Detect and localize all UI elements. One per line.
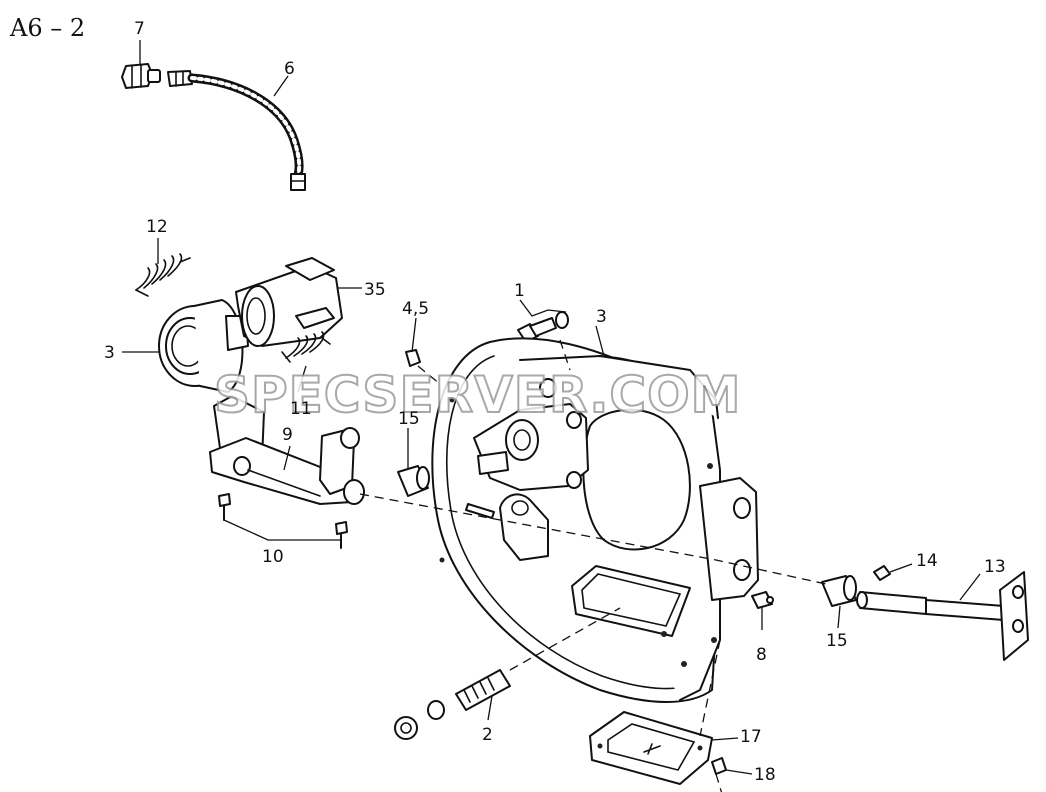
callout-4-5: 4,5 bbox=[402, 299, 429, 319]
callout-17: 17 bbox=[740, 727, 762, 747]
leader-lines bbox=[122, 40, 981, 775]
callout-15-right: 15 bbox=[826, 631, 848, 651]
callout-9: 9 bbox=[282, 425, 293, 445]
part-11-spring bbox=[281, 331, 331, 363]
callout-2: 2 bbox=[482, 725, 493, 745]
callouts: 7 6 12 3 35 11 9 10 4,5 15 1 3 8 14 13 1… bbox=[104, 19, 1006, 785]
part-1-bolt bbox=[517, 311, 569, 343]
callout-14: 14 bbox=[916, 551, 938, 571]
part-6-hose bbox=[167, 70, 306, 191]
callout-1: 1 bbox=[514, 281, 525, 301]
callout-15-left: 15 bbox=[398, 409, 420, 429]
sheet-id: A6 – 2 bbox=[9, 14, 85, 42]
callout-13: 13 bbox=[984, 557, 1006, 577]
callout-3-left: 3 bbox=[104, 343, 115, 363]
callout-11: 11 bbox=[290, 399, 312, 419]
part-15-bushing-left bbox=[397, 465, 430, 497]
part-10-bolts bbox=[218, 493, 348, 549]
callout-35: 35 bbox=[364, 280, 386, 300]
part-8-nipple bbox=[751, 591, 774, 609]
part-18-bolt bbox=[711, 757, 727, 775]
callout-6: 6 bbox=[284, 59, 295, 79]
part-4-5-screw bbox=[405, 349, 421, 367]
part-9-release-fork bbox=[209, 395, 365, 505]
part-15-bushing-right bbox=[821, 575, 857, 607]
assembly-center-lines bbox=[359, 339, 827, 792]
part-2-stud bbox=[394, 669, 511, 740]
callout-8: 8 bbox=[756, 645, 767, 665]
part-35-release-sleeve bbox=[225, 257, 343, 351]
part-3-clutch-housing bbox=[431, 337, 759, 703]
part-12-spring bbox=[135, 253, 191, 297]
callout-7: 7 bbox=[134, 19, 145, 39]
callout-10: 10 bbox=[262, 547, 284, 567]
part-7-fitting bbox=[121, 63, 161, 89]
part-17-cover-plate bbox=[589, 711, 713, 785]
callout-3-right: 3 bbox=[596, 307, 607, 327]
callout-12: 12 bbox=[146, 217, 168, 237]
callout-18: 18 bbox=[754, 765, 776, 785]
part-13-release-shaft bbox=[856, 571, 1029, 661]
watermark: SPECSERVER.COM bbox=[214, 366, 741, 424]
part-14-dowel bbox=[873, 565, 891, 581]
